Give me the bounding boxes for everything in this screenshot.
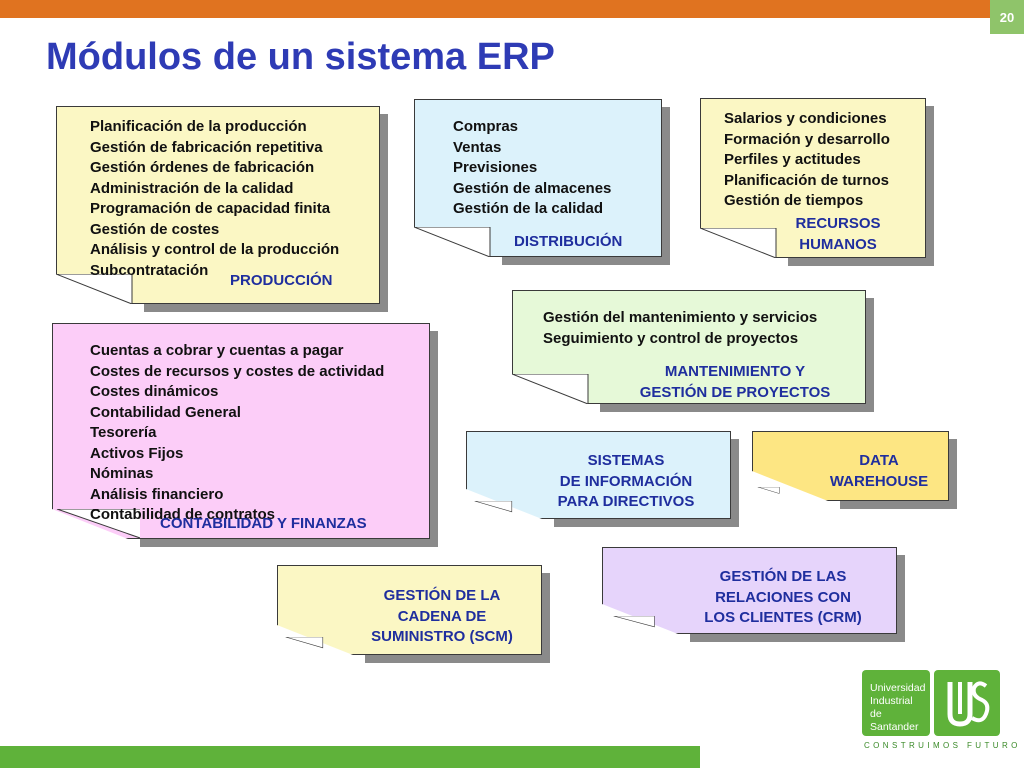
list-item: Contabilidad General [90,403,241,421]
list-item: Análisis financiero [90,485,224,503]
module-crm: GESTIÓN DE LAS RELACIONES CON LOS CLIENT… [602,547,905,642]
list-item: Gestión del mantenimiento y servicios [543,309,818,326]
list-item: Gestión de tiempos [724,192,864,209]
page-curl-icon [414,227,491,257]
module-items: Gestión del mantenimiento y servicios Se… [543,308,817,349]
module-items: Compras Ventas Previsiones Gestión de al… [453,117,611,220]
module-label: GESTIÓN DE LAS RELACIONES CON LOS CLIENT… [704,568,862,626]
uis-emblem-icon [947,681,990,727]
list-item: Ventas [453,138,502,156]
list-item: Gestión órdenes de fabricación [90,159,315,176]
page-number: 20 [990,0,1024,34]
list-item: Perfiles y actitudes [724,151,861,168]
list-item: Tesorería [90,424,157,441]
list-item: Contabilidad de contratos [90,506,276,523]
page-curl-icon [56,274,133,304]
bottom-accent-bar [0,746,700,768]
module-label: SISTEMAS DE INFORMACIÓN PARA DIRECTIVOS [557,452,695,510]
logo-mark [934,670,1000,736]
list-item: Administración de la calidad [90,179,294,197]
module-sistemas-informacion: SISTEMAS DE INFORMACIÓN PARA DIRECTIVOS [466,431,739,527]
module-items: Cuentas a cobrar y cuentas a pagar Coste… [90,341,384,526]
list-item: Gestión de la calidad [453,200,604,217]
list-item: Nóminas [90,465,154,482]
page-curl-icon [474,501,513,513]
module-label: DISTRIBUCIÓN [514,233,623,250]
list-item: Planificación de turnos [724,171,890,189]
list-item: Programación de capacidad finita [90,200,331,217]
page-curl-icon [56,509,140,539]
list-item: Análisis y control de la producción [90,241,340,258]
slide-title: Módulos de un sistema ERP [46,36,555,78]
list-item: Seguimiento y control de proyectos [543,329,799,347]
list-item: Planificación de la producción [90,118,307,135]
page-curl-icon [757,487,780,494]
university-logo: Universidad Industrial de Santander CONS… [862,670,1017,760]
module-distribucion: Compras Ventas Previsiones Gestión de al… [414,99,670,265]
module-label: GESTIÓN DE LA CADENA DE SUMINISTRO (SCM) [371,587,513,645]
list-item: Costes de recursos y costes de actividad [90,362,385,380]
list-item: Salarios y condiciones [724,110,887,127]
module-produccion: Planificación de la producción Gestión d… [56,106,388,312]
list-item: Compras [453,118,519,135]
list-item: Subcontratación [90,261,209,279]
module-items: Planificación de la producción Gestión d… [90,117,339,281]
module-label: RECURSOS HUMANOS [795,215,881,253]
list-item: Gestión de costes [90,220,220,238]
logo-wordmark: Universidad Industrial de Santander [862,670,930,736]
module-label: MANTENIMIENTO Y GESTIÓN DE PROYECTOS [639,363,831,401]
page-curl-icon [285,637,324,649]
list-item: Previsiones [453,159,538,176]
page-curl-icon [700,228,777,258]
module-label: DATA WAREHOUSE [829,452,929,490]
list-item: Costes dinámicos [90,383,219,400]
page-curl-icon [512,374,589,404]
module-contabilidad: Cuentas a cobrar y cuentas a pagar Coste… [52,323,438,547]
list-item: Activos Fijos [90,444,184,462]
list-item: Gestión de fabricación repetitiva [90,138,323,156]
list-item: Gestión de almacenes [453,179,612,197]
module-scm: GESTIÓN DE LA CADENA DE SUMINISTRO (SCM) [277,565,550,663]
logo-tagline: CONSTRUIMOS FUTURO [864,741,1021,750]
module-recursos-humanos: Salarios y condiciones Formación y desar… [700,98,934,266]
module-mantenimiento: Gestión del mantenimiento y servicios Se… [512,290,874,412]
module-label: PRODUCCIÓN [230,272,333,289]
module-label: CONTABILIDAD Y FINANZAS [160,515,367,532]
top-accent-bar [0,0,1024,18]
module-items: Salarios y condiciones Formación y desar… [724,109,890,212]
module-data-warehouse: DATA WAREHOUSE [752,431,957,509]
list-item: Formación y desarrollo [724,130,890,148]
page-curl-icon [613,616,655,628]
list-item: Cuentas a cobrar y cuentas a pagar [90,342,344,359]
